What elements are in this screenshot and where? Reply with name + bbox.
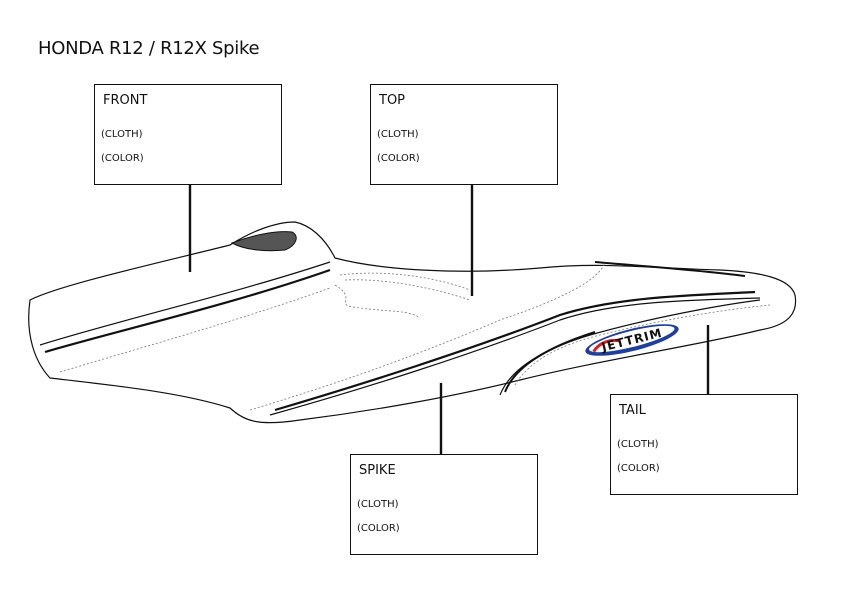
front-label-box: FRONT (CLOTH) (COLOR) — [94, 84, 282, 185]
tail-label-box: TAIL (CLOTH) (COLOR) — [610, 394, 798, 495]
grip-pad — [230, 231, 297, 252]
front-color: (COLOR) — [101, 153, 144, 164]
spike-cloth: (CLOTH) — [357, 499, 399, 510]
front-cloth: (CLOTH) — [101, 129, 143, 140]
tail-label: TAIL — [619, 403, 646, 418]
spike-color: (COLOR) — [357, 523, 400, 534]
tail-color: (COLOR) — [617, 463, 660, 474]
page-title: HONDA R12 / R12X Spike — [38, 38, 260, 59]
top-label: TOP — [379, 93, 406, 108]
front-label: FRONT — [103, 93, 148, 108]
tail-cloth: (CLOTH) — [617, 439, 659, 450]
top-color: (COLOR) — [377, 153, 420, 164]
seat-outline — [28, 221, 797, 424]
spike-label: SPIKE — [359, 463, 396, 478]
spike-label-box: SPIKE (CLOTH) (COLOR) — [350, 454, 538, 555]
top-cloth: (CLOTH) — [377, 129, 419, 140]
top-label-box: TOP (CLOTH) (COLOR) — [370, 84, 558, 185]
